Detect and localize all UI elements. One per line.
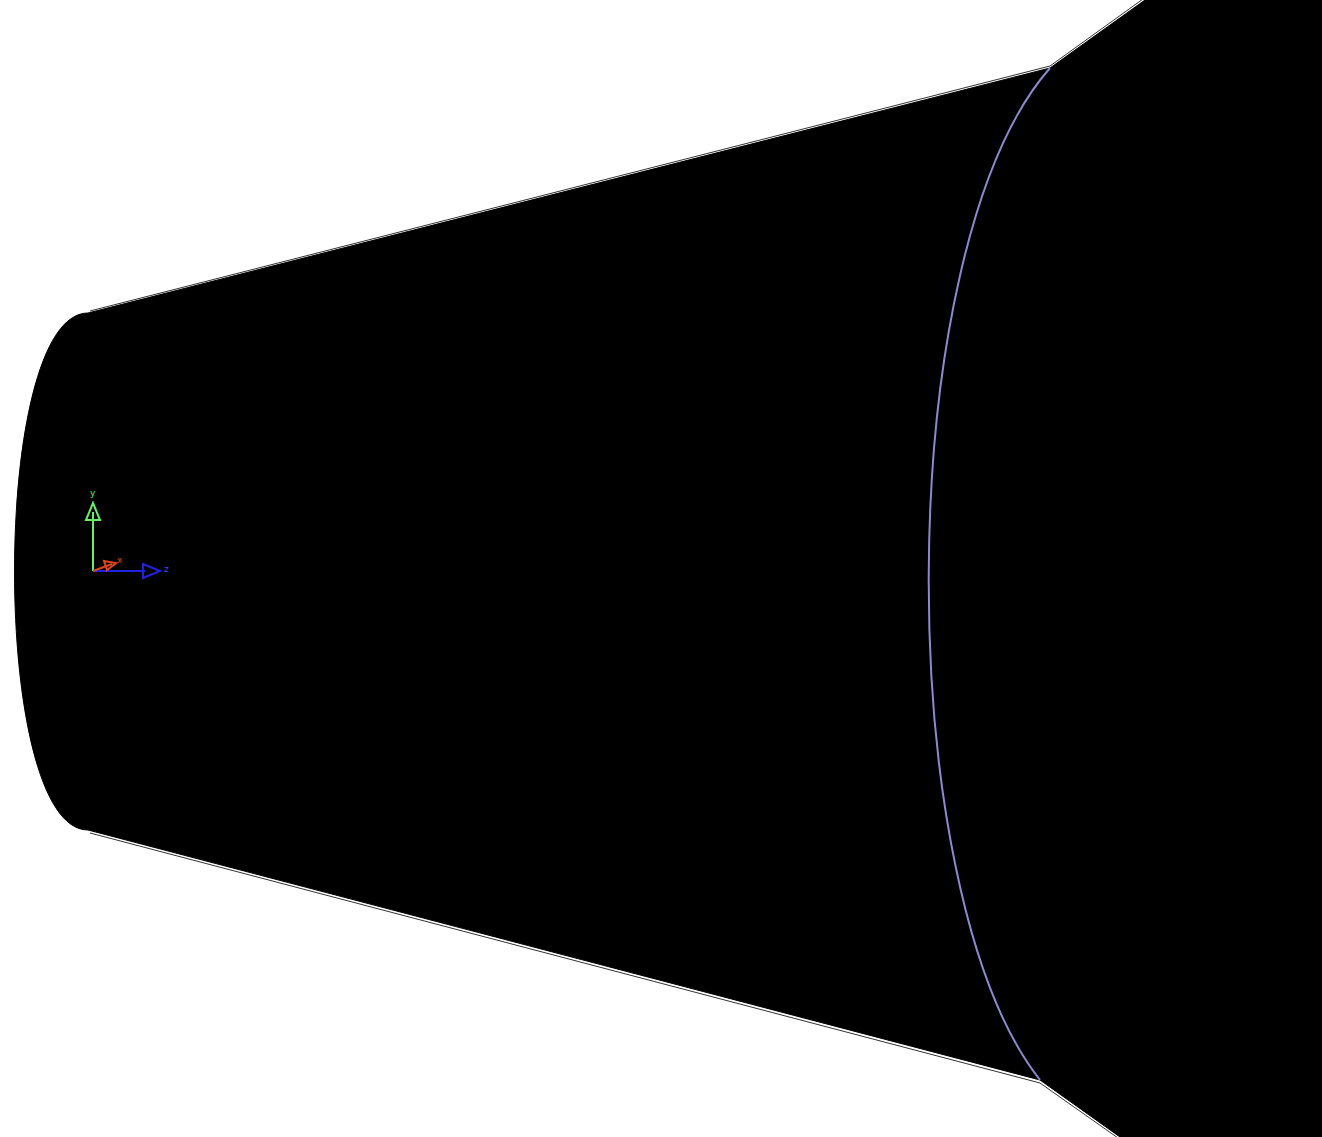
step-edge — [929, 68, 1050, 1080]
frustum-body — [15, 0, 1322, 1137]
axis-label: z — [164, 565, 169, 574]
z-axis — [93, 570, 145, 572]
silhouette-edge — [90, 0, 1143, 311]
silhouette-edge — [90, 833, 1118, 1137]
axis-label: y — [90, 489, 95, 498]
axis-triad — [86, 503, 160, 578]
axis-label: x — [117, 556, 122, 565]
x-arrowhead — [104, 561, 116, 570]
y-arrowhead — [86, 503, 100, 520]
z-arrowhead — [143, 564, 160, 578]
